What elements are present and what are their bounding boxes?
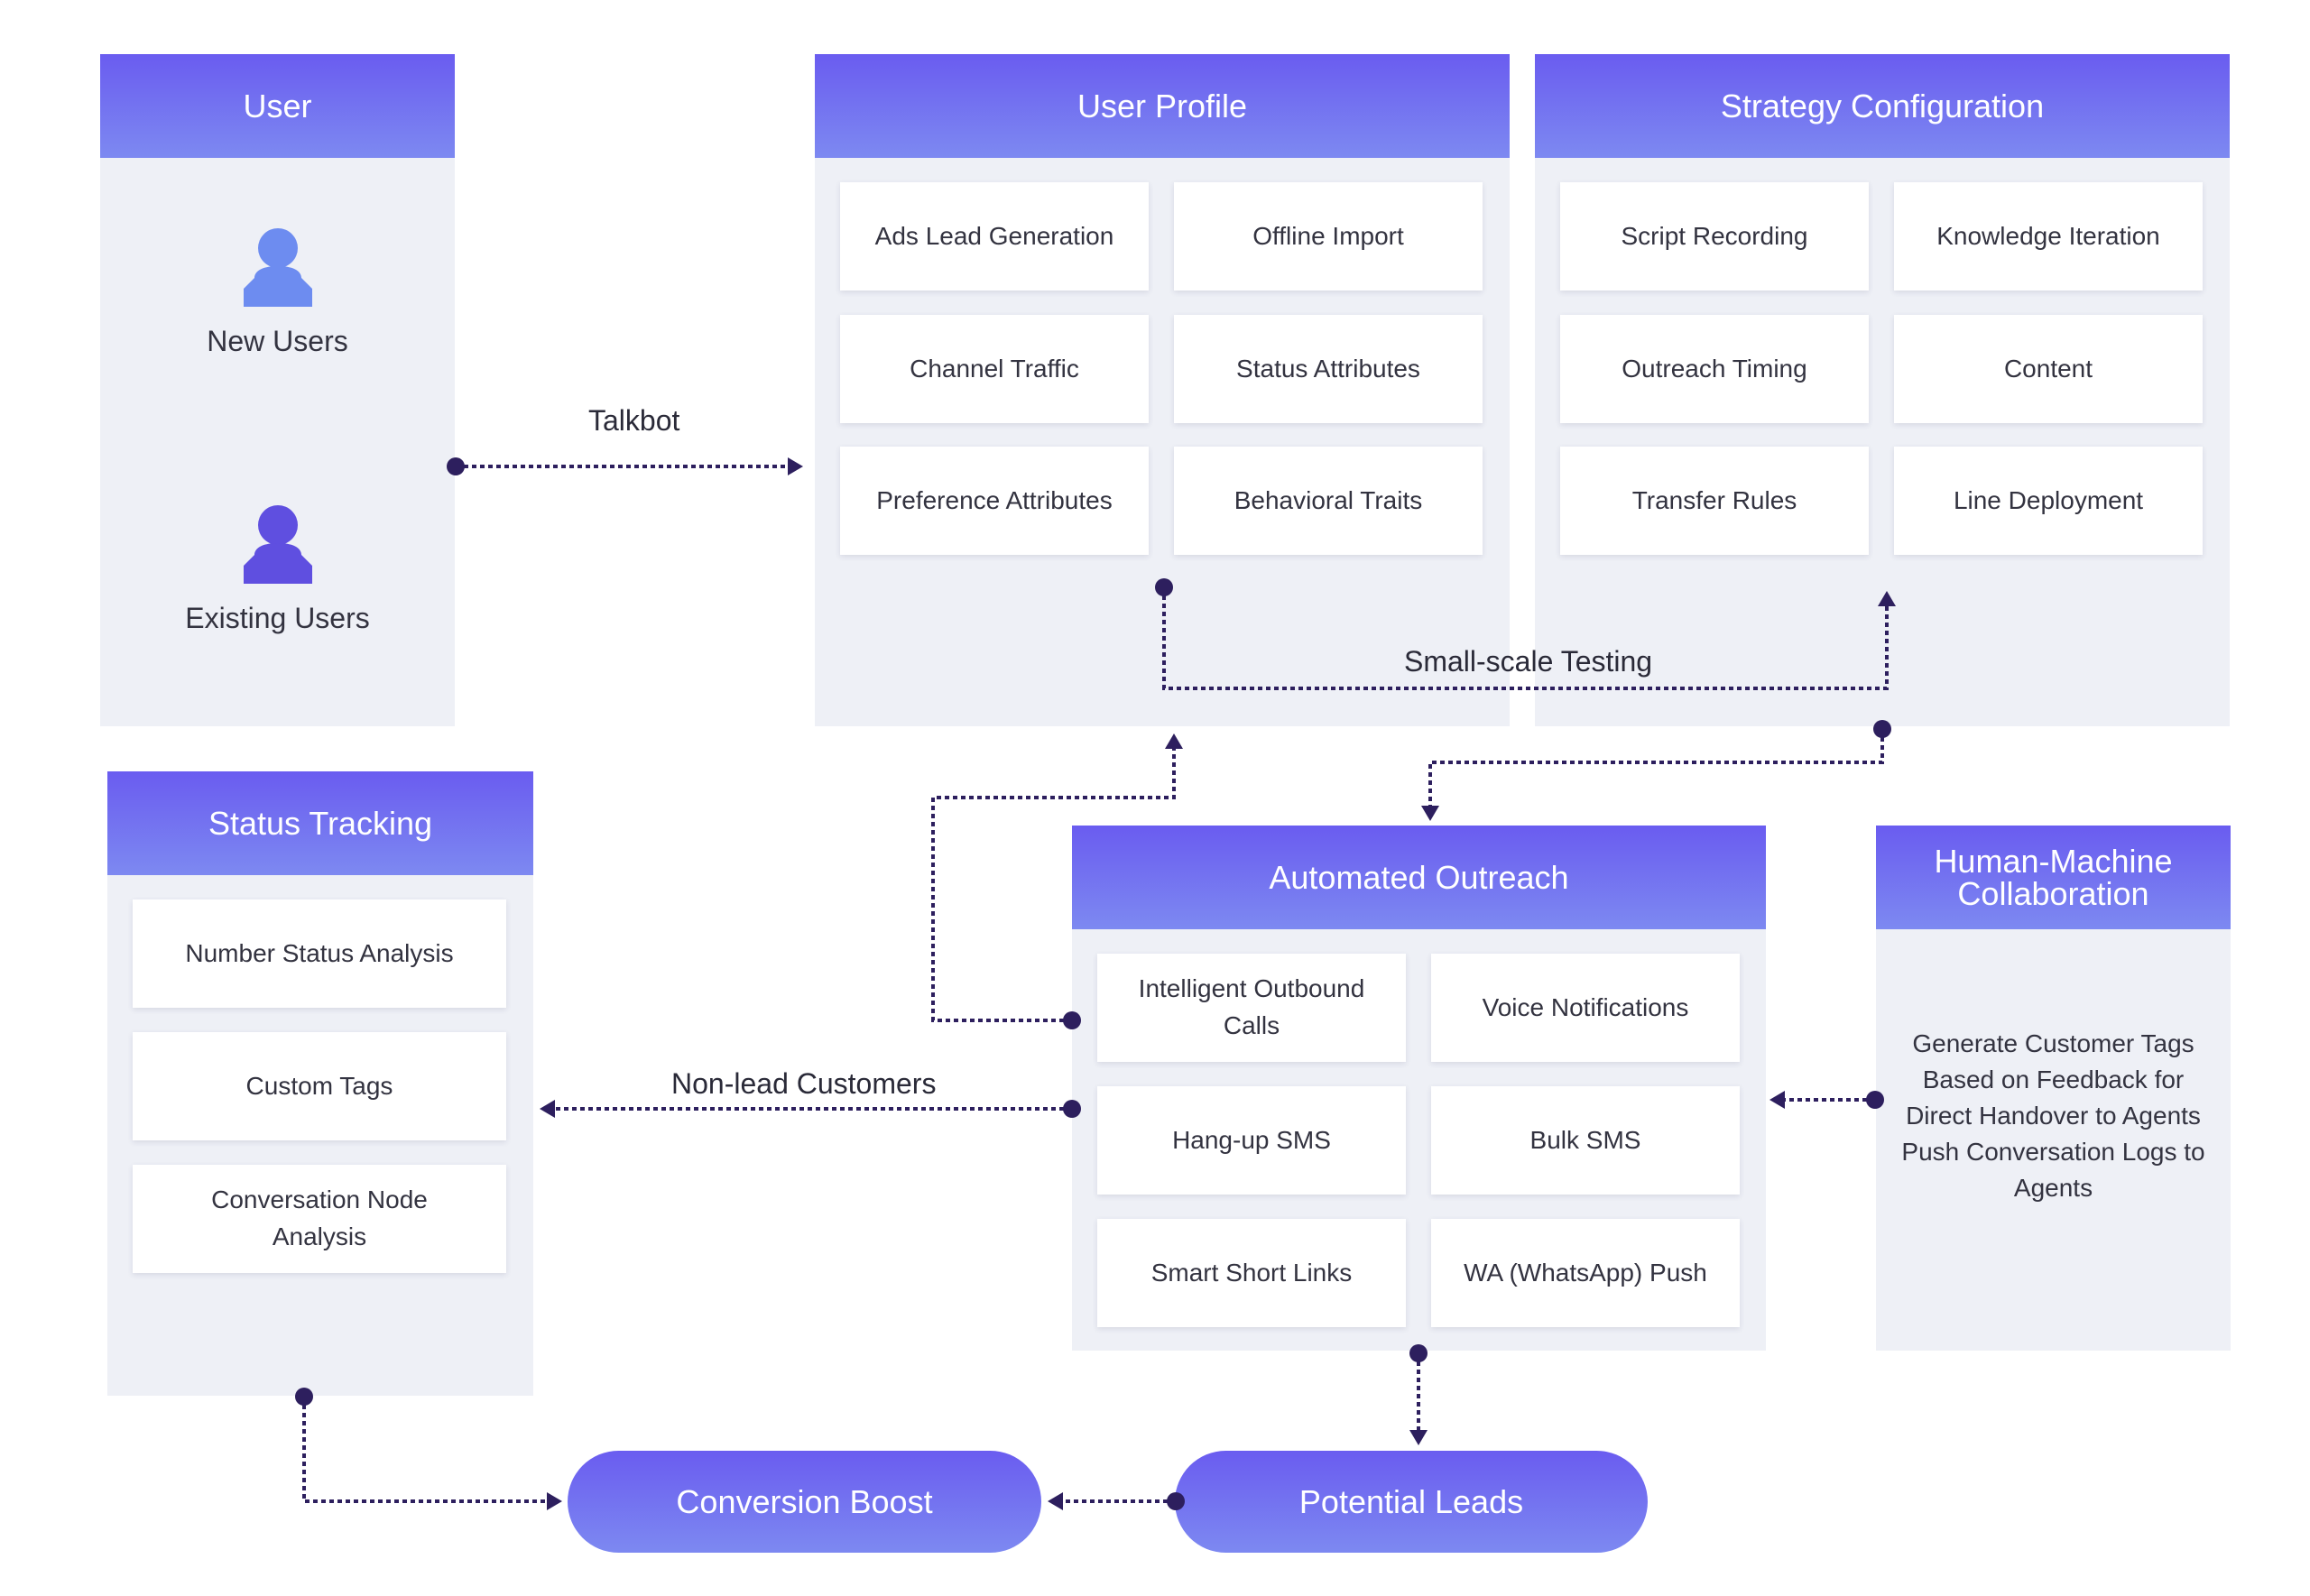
arrowhead-left	[540, 1100, 555, 1118]
arrowhead-up	[1165, 733, 1183, 749]
user-profile-title: User Profile	[815, 54, 1510, 158]
automated-outreach-panel: Automated Outreach Intelligent Outbound …	[1072, 826, 1766, 1351]
conversion-boost-pill: Conversion Boost	[568, 1451, 1041, 1553]
connector-dot	[1155, 578, 1173, 596]
card-offline-import: Offline Import	[1174, 182, 1483, 291]
card-channel-traffic: Channel Traffic	[840, 315, 1149, 423]
arrowhead-right	[547, 1492, 562, 1510]
automated-outreach-title: Automated Outreach	[1072, 826, 1766, 929]
existing-user-icon	[244, 505, 312, 584]
arrowhead-left	[1769, 1091, 1785, 1109]
card-knowledge-iteration: Knowledge Iteration	[1894, 182, 2203, 291]
card-voice-notifications: Voice Notifications	[1431, 954, 1740, 1062]
non-lead-customers-label: Non-lead Customers	[671, 1067, 937, 1100]
talkbot-label: Talkbot	[588, 404, 680, 437]
card-smart-short-links: Smart Short Links	[1097, 1219, 1406, 1327]
new-user-icon	[244, 228, 312, 307]
status-tracking-panel: Status Tracking Number Status Analysis C…	[107, 771, 533, 1396]
arrowhead-left	[1048, 1492, 1063, 1510]
small-scale-testing-label: Small-scale Testing	[1404, 645, 1653, 678]
status-to-conversion-connector	[302, 1397, 547, 1503]
user-panel-title: User	[100, 54, 455, 158]
connector-dot	[1873, 720, 1891, 738]
card-script-recording: Script Recording	[1560, 182, 1869, 291]
card-status-attributes: Status Attributes	[1174, 315, 1483, 423]
connector-dot	[1866, 1091, 1884, 1109]
card-number-status-analysis: Number Status Analysis	[133, 899, 506, 1008]
card-conversation-node-analysis: Conversation Node Analysis	[133, 1165, 506, 1273]
arrowhead-up	[1878, 591, 1896, 606]
connector-dot	[295, 1388, 313, 1406]
card-line-deployment: Line Deployment	[1894, 447, 2203, 555]
strategy-to-outreach-connector	[1428, 729, 1884, 806]
arrowhead-right	[788, 457, 803, 475]
connector-dot	[1409, 1344, 1428, 1362]
new-users-label: New Users	[207, 325, 348, 357]
arrowhead-down	[1409, 1430, 1428, 1445]
human-machine-panel: Human-Machine Collaboration Generate Cus…	[1876, 826, 2231, 1351]
card-preference-attributes: Preference Attributes	[840, 447, 1149, 555]
connector-dot	[1167, 1492, 1185, 1510]
card-wa-whatsapp-push: WA (WhatsApp) Push	[1431, 1219, 1740, 1327]
human-machine-description: Generate Customer Tags Based on Feedback…	[1901, 1029, 2205, 1202]
card-behavioral-traits: Behavioral Traits	[1174, 447, 1483, 555]
strategy-title: Strategy Configuration	[1535, 54, 2230, 158]
status-tracking-title: Status Tracking	[107, 771, 533, 875]
card-bulk-sms: Bulk SMS	[1431, 1086, 1740, 1195]
card-ads-lead-generation: Ads Lead Generation	[840, 182, 1149, 291]
card-intelligent-outbound-calls: Intelligent Outbound Calls	[1097, 954, 1406, 1062]
user-panel: User New Users Existing Users	[100, 54, 455, 726]
potential-leads-pill: Potential Leads	[1175, 1451, 1648, 1553]
card-custom-tags: Custom Tags	[133, 1032, 506, 1140]
card-hang-up-sms: Hang-up SMS	[1097, 1086, 1406, 1195]
card-outreach-timing: Outreach Timing	[1560, 315, 1869, 423]
connector-dot	[1063, 1011, 1081, 1029]
human-machine-title: Human-Machine Collaboration	[1876, 826, 2231, 929]
existing-users-label: Existing Users	[185, 602, 370, 634]
small-scale-testing-connector	[1162, 587, 1889, 690]
connector-dot	[447, 457, 465, 475]
card-transfer-rules: Transfer Rules	[1560, 447, 1869, 555]
arrowhead-down	[1421, 806, 1439, 821]
strategy-panel: Strategy Configuration Script Recording …	[1535, 54, 2230, 726]
connector-dot	[1063, 1100, 1081, 1118]
card-content: Content	[1894, 315, 2203, 423]
outreach-to-profile-connector	[931, 749, 1176, 1022]
